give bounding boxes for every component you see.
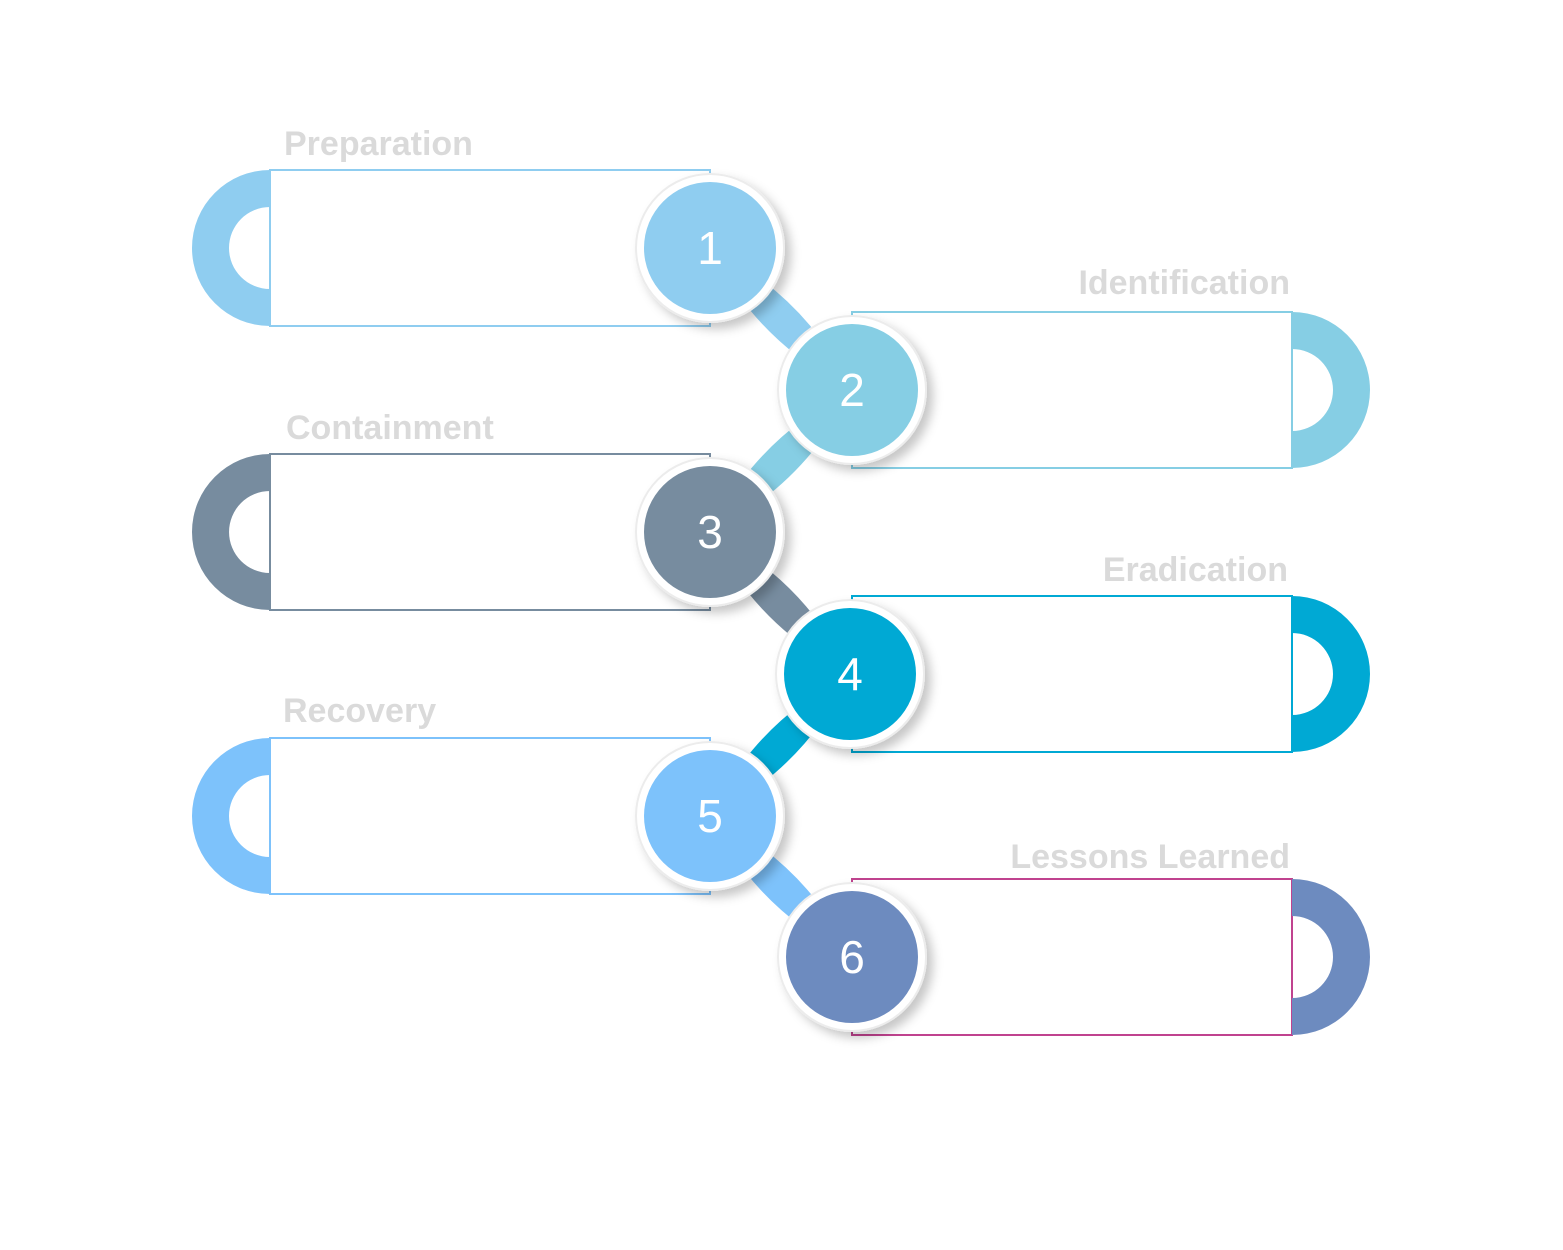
step-1-number-fill	[644, 182, 776, 314]
step-4-box	[851, 595, 1293, 753]
step-1: Preparation 1	[192, 125, 785, 327]
step-2-number: 2	[839, 364, 865, 416]
step-5: Recovery 5	[192, 692, 785, 895]
step-1-number: 1	[697, 222, 723, 274]
step-2-number-fill	[786, 324, 918, 456]
step-3-end-cap	[192, 454, 270, 610]
step-2-title: Identification	[1078, 264, 1290, 302]
step-5-number: 5	[697, 790, 723, 842]
step-2-end-cap	[1292, 312, 1370, 468]
step-6-number-fill	[786, 891, 918, 1023]
step-6: Lessons Learned 6	[777, 838, 1370, 1036]
step-1-title: Preparation	[284, 125, 473, 163]
step-3-number-fill	[644, 466, 776, 598]
step-4-end-cap	[1292, 596, 1370, 752]
step-6-title: Lessons Learned	[1010, 838, 1290, 876]
step-6-number: 6	[839, 931, 865, 983]
step-4-number-fill	[784, 608, 916, 740]
step-4-title: Eradication	[1103, 551, 1288, 589]
step-2: Identification 2	[777, 264, 1370, 469]
step-3-number: 3	[697, 506, 723, 558]
step-5-end-cap	[192, 738, 270, 894]
step-4: Eradication 4	[775, 551, 1370, 753]
step-4-number: 4	[837, 648, 863, 700]
step-6-end-cap	[1292, 879, 1370, 1035]
step-1-end-cap	[192, 170, 270, 326]
step-3-title: Containment	[286, 409, 494, 447]
step-5-number-fill	[644, 750, 776, 882]
step-3: Containment 3	[192, 409, 785, 611]
step-5-title: Recovery	[283, 692, 436, 730]
